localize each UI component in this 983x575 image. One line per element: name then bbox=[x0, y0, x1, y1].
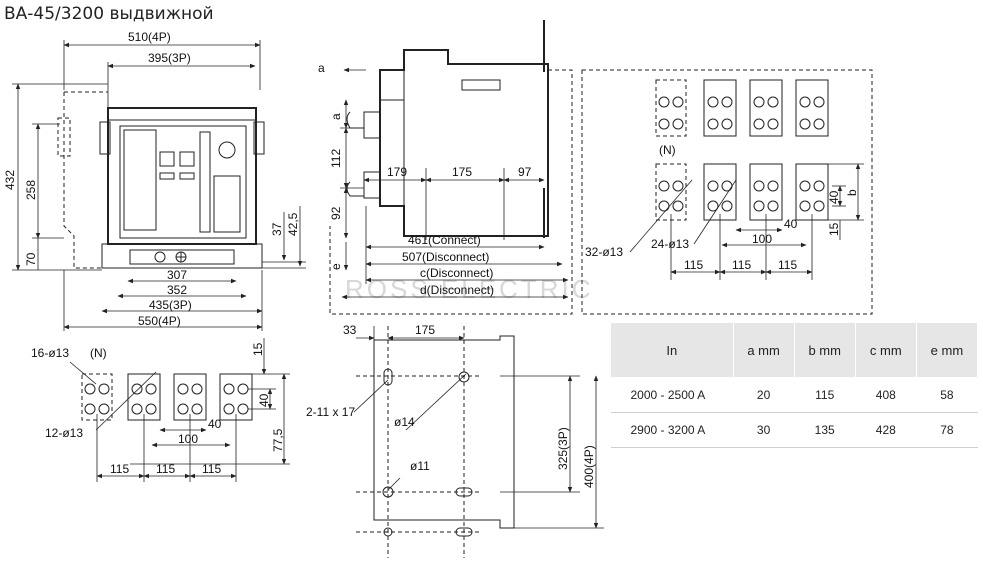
terminal-left-dim-40-h: 40 bbox=[257, 393, 271, 407]
side-dim-97: 97 bbox=[518, 165, 532, 179]
terminal-left-holes-16: 16-ø13 bbox=[31, 346, 69, 360]
mounting-dim-325: 325(3P) bbox=[556, 427, 570, 470]
side-dim-92: 92 bbox=[329, 206, 343, 220]
terminal-left-dim-100: 100 bbox=[178, 432, 198, 446]
terminal-right-dim-40: 40 bbox=[784, 217, 798, 231]
side-dim-a-top: a bbox=[318, 61, 325, 75]
spec-table: In a mm b mm c mm e mm 2000 - 2500 A 20 … bbox=[610, 322, 979, 448]
header-in: In bbox=[610, 322, 734, 378]
cell-c: 428 bbox=[855, 412, 917, 448]
terminal-left-pitch-3: 115 bbox=[202, 462, 221, 476]
terminal-left-dim-77-5: 77,5 bbox=[271, 428, 285, 452]
side-dim-179: 179 bbox=[387, 165, 407, 179]
side-dim-175: 175 bbox=[452, 165, 472, 179]
front-height-432: 432 bbox=[3, 170, 17, 190]
cell-b: 135 bbox=[794, 412, 856, 448]
terminal-right-dim-15: 15 bbox=[827, 222, 841, 236]
front-dim-37: 37 bbox=[270, 222, 284, 236]
front-base-435: 435(3P) bbox=[149, 298, 192, 312]
terminal-right-pitch-2: 115 bbox=[732, 258, 751, 272]
terminal-right-dim-40-h: 40 bbox=[827, 190, 841, 204]
terminal-right-pitch-3: 115 bbox=[778, 258, 797, 272]
table-row: 2900 - 3200 A 30 135 428 78 bbox=[610, 412, 978, 448]
table-header-row: In a mm b mm c mm e mm bbox=[610, 322, 979, 378]
front-base-307: 307 bbox=[167, 268, 187, 282]
header-e: e mm bbox=[915, 322, 979, 378]
side-dim-a: a bbox=[329, 113, 343, 120]
header-c: c mm bbox=[854, 322, 917, 378]
front-base-550: 550(4P) bbox=[138, 314, 181, 328]
cell-a: 20 bbox=[733, 377, 795, 413]
cell-e: 58 bbox=[916, 377, 978, 413]
front-base-352: 352 bbox=[167, 283, 187, 297]
cell-in: 2900 - 3200 A bbox=[610, 412, 734, 448]
terminal-right-holes-32: 32-ø13 bbox=[585, 245, 623, 259]
cell-b: 115 bbox=[794, 377, 856, 413]
cell-in: 2000 - 2500 A bbox=[610, 377, 734, 413]
front-width-3p: 395(3P) bbox=[148, 51, 191, 65]
terminal-right-neutral: (N) bbox=[659, 143, 676, 157]
terminal-right-holes-24: 24-ø13 bbox=[651, 237, 689, 251]
side-disconnect-d: d(Disconnect) bbox=[420, 283, 494, 297]
header-b: b mm bbox=[793, 322, 856, 378]
terminal-left-dim-40: 40 bbox=[208, 417, 222, 431]
terminal-view-right: (N) 32-ø13 24-ø13 40 b 15 40 100 bbox=[581, 69, 873, 315]
terminal-left-holes-12: 12-ø13 bbox=[45, 426, 83, 440]
mounting-view: 33 175 2-11 x 17 ø14 ø11 325(3P) 400(4P) bbox=[306, 323, 604, 558]
terminal-right-dim-b: b bbox=[845, 189, 859, 196]
cell-e: 78 bbox=[916, 412, 978, 448]
terminal-left-dim-15: 15 bbox=[251, 342, 265, 356]
mounting-dim-175: 175 bbox=[415, 323, 435, 337]
mounting-dim-33: 33 bbox=[343, 323, 357, 337]
terminal-right-pitch-1: 115 bbox=[684, 258, 703, 272]
front-height-70: 70 bbox=[24, 252, 38, 266]
side-view: a a 112 92 e 179 175 97 461(Connect) 507… bbox=[318, 20, 573, 315]
side-disconnect-507: 507(Disconnect) bbox=[402, 250, 489, 264]
front-height-258: 258 bbox=[24, 180, 38, 200]
header-a: a mm bbox=[732, 322, 795, 378]
mounting-hole-14: ø14 bbox=[394, 415, 415, 429]
cell-a: 30 bbox=[733, 412, 795, 448]
mounting-dim-400: 400(4P) bbox=[582, 445, 596, 488]
terminal-left-neutral: (N) bbox=[90, 346, 107, 360]
front-dim-42-5: 42,5 bbox=[286, 212, 300, 236]
terminal-right-dim-100: 100 bbox=[752, 232, 772, 246]
terminal-view-left: 16-ø13 (N) 12-ø13 15 40 77,5 40 100 bbox=[31, 338, 290, 482]
table-row: 2000 - 2500 A 20 115 408 58 bbox=[610, 377, 978, 413]
front-width-4p: 510(4P) bbox=[128, 30, 171, 44]
side-connect: 461(Connect) bbox=[408, 233, 481, 247]
front-view: 510(4P) 395(3P) 432 258 bbox=[3, 30, 306, 331]
side-disconnect-c: c(Disconnect) bbox=[420, 266, 493, 280]
mounting-slot: 2-11 x 17 bbox=[306, 405, 355, 419]
side-dim-e: e bbox=[329, 263, 343, 270]
terminal-left-pitch-2: 115 bbox=[156, 462, 175, 476]
terminal-left-pitch-1: 115 bbox=[110, 462, 129, 476]
mounting-hole-11: ø11 bbox=[410, 459, 430, 473]
side-dim-112: 112 bbox=[329, 149, 343, 168]
cell-c: 408 bbox=[855, 377, 917, 413]
drawing-title: ВА-45/3200 выдвижной bbox=[4, 4, 214, 24]
